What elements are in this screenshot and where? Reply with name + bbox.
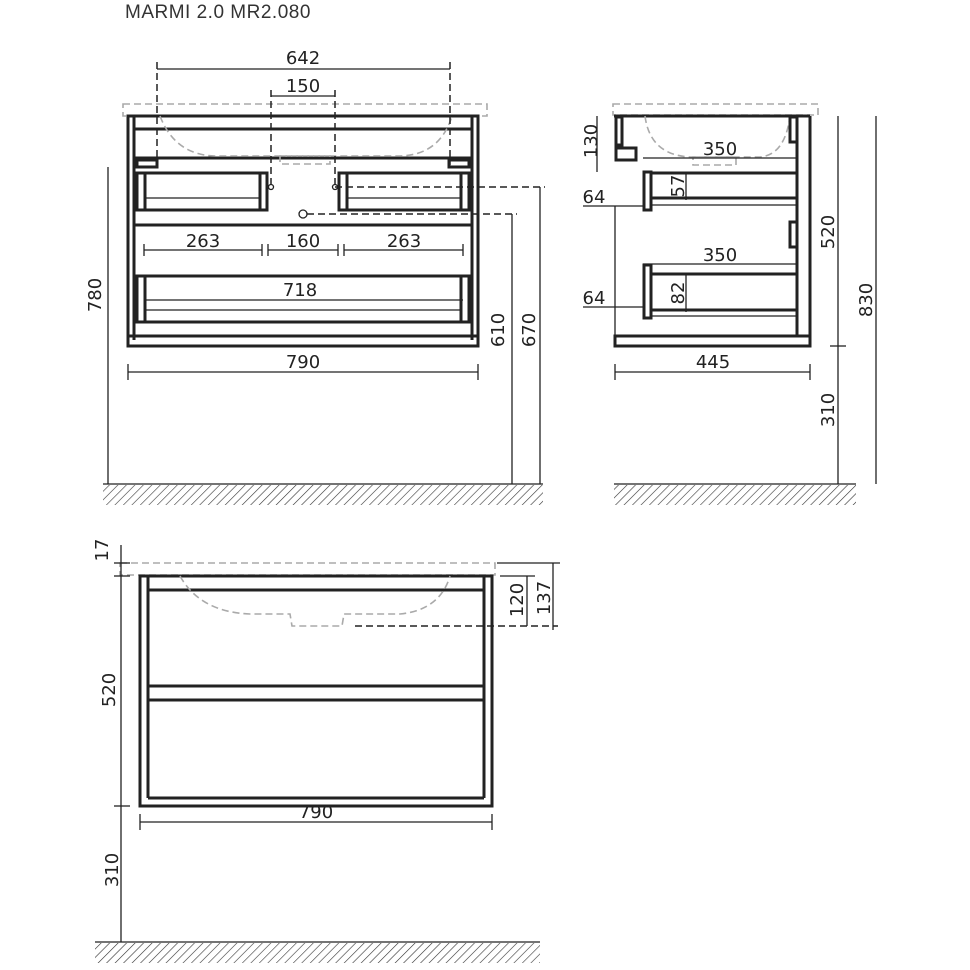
side-view: 130 64 64 350 350 57 82 445 520 310 830 <box>581 103 877 505</box>
upper-left-drawer <box>135 171 269 212</box>
dim-310-side: 310 <box>818 393 839 427</box>
dim-670: 670 <box>519 313 540 347</box>
dim-130: 130 <box>581 124 602 158</box>
dim-17: 17 <box>92 539 113 562</box>
dim-150: 150 <box>286 76 320 97</box>
dim-310-elev: 310 <box>102 853 123 887</box>
dim-790: 790 <box>286 352 320 373</box>
dim-120: 120 <box>507 583 528 617</box>
dim-160: 160 <box>286 231 320 252</box>
drain-icon <box>298 209 308 219</box>
countertop-outline <box>122 103 488 117</box>
dim-780: 780 <box>85 278 106 312</box>
dim-64-lower: 64 <box>583 288 606 309</box>
drawing-title: MARMI 2.0 MR2.080 <box>125 2 311 23</box>
dim-350-lower: 350 <box>703 245 737 266</box>
dim-57: 57 <box>668 175 689 198</box>
elevation-view: 17 520 310 120 137 790 <box>92 539 560 963</box>
cabinet-body <box>126 114 480 348</box>
dim-137: 137 <box>534 581 555 615</box>
dim-350-upper: 350 <box>703 139 737 160</box>
dim-64-upper: 64 <box>583 187 606 208</box>
dim-790-elev: 790 <box>299 802 333 823</box>
upper-right-drawer <box>337 171 471 212</box>
dim-445: 445 <box>696 352 730 373</box>
dim-642: 642 <box>286 48 320 69</box>
dim-82: 82 <box>668 282 689 305</box>
dim-263-right: 263 <box>387 231 421 252</box>
dim-520-elev: 520 <box>99 673 120 707</box>
dim-263-left: 263 <box>186 231 220 252</box>
front-view: 642 150 263 160 263 718 790 780 610 670 <box>85 48 545 505</box>
lower-drawer <box>135 274 471 324</box>
dim-830: 830 <box>856 283 877 317</box>
dim-718: 718 <box>283 280 317 301</box>
dim-610: 610 <box>488 313 509 347</box>
floor-hatch <box>103 485 543 505</box>
dim-520-side: 520 <box>818 215 839 249</box>
